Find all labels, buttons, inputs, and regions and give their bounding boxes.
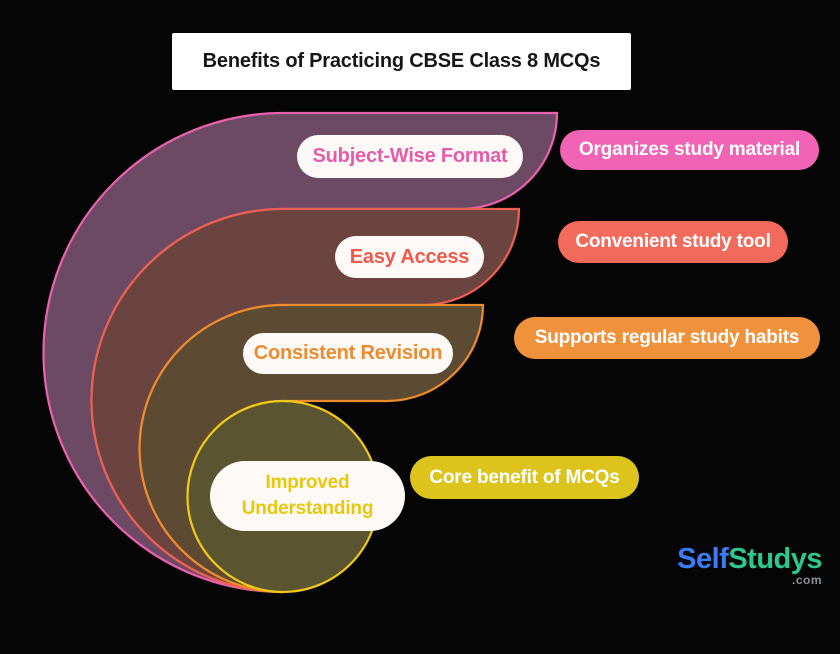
selfstudys-logo: SelfStudys .com [677, 544, 822, 588]
title-banner: Benefits of Practicing CBSE Class 8 MCQs [172, 33, 631, 90]
benefit-pill-organizes-study-material: Organizes study material [560, 130, 819, 170]
logo-part-studys: Studys [728, 543, 822, 575]
label-pill-subject-wise-format: Subject-Wise Format [297, 135, 523, 178]
logo-suffix-com: .com [791, 573, 822, 588]
page-title: Benefits of Practicing CBSE Class 8 MCQs [202, 50, 601, 72]
label-pill-easy-access: Easy Access [335, 236, 484, 278]
benefit-pill-supports-regular-study-habits: Supports regular study habits [514, 317, 820, 359]
logo-part-self: Self [677, 543, 729, 575]
label-pill-improved-understanding: Improved Understanding [210, 461, 405, 531]
benefit-pill-core-benefit-of-mcqs: Core benefit of MCQs [410, 456, 639, 499]
selfstudys-wordmark: SelfStudys [677, 544, 822, 574]
benefit-pill-convenient-study-tool: Convenient study tool [558, 221, 788, 263]
label-pill-consistent-revision: Consistent Revision [243, 333, 453, 374]
